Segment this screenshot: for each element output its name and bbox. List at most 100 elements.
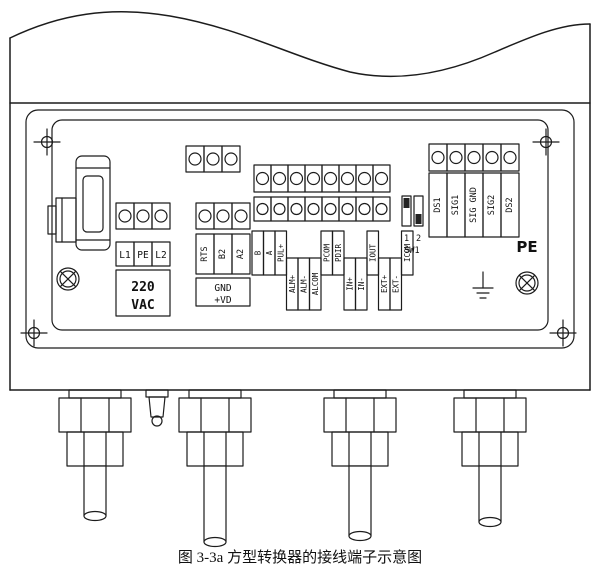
io-terminal-rows (253, 164, 391, 222)
cable-gland (453, 389, 527, 467)
terminal-label: PDIR (334, 243, 343, 262)
cable-gland (58, 389, 132, 467)
aux-terminal-block (185, 145, 241, 173)
mounting-crosshair-icon (33, 128, 61, 156)
terminal-screw (287, 164, 306, 193)
terminal-screw (195, 202, 215, 230)
terminal-screw (304, 196, 323, 222)
terminal-label: IN+ (345, 277, 354, 291)
mounting-crosshair-icon (532, 128, 560, 156)
dip-switch-knob (403, 198, 410, 208)
terminal-label: ALM+ (288, 274, 297, 293)
dip-switch: 1 2 SW1 (401, 195, 424, 256)
terminal-label: ICOM (403, 243, 412, 262)
terminal-label: PCOM (322, 243, 331, 262)
terminal-screw (213, 202, 233, 230)
terminal-plate (51, 119, 549, 331)
terminal-screw (253, 164, 272, 193)
terminal-screw (231, 202, 251, 230)
terminal-screw (133, 202, 153, 230)
terminal-label: DS1 (433, 197, 443, 212)
dip-switch-knob (415, 214, 422, 224)
terminal-screw (482, 143, 502, 172)
terminal-label: PE (137, 250, 149, 261)
cable-end (83, 510, 107, 522)
terminal-screw (500, 143, 520, 172)
earth-ground-icon (472, 271, 494, 299)
terminal-screw (372, 164, 391, 193)
terminal-screw (355, 196, 374, 222)
terminal-label: L2 (155, 250, 166, 261)
terminal-label: EXT+ (380, 274, 389, 293)
mounting-crosshair-icon (20, 319, 48, 347)
cable-glands (58, 389, 527, 548)
wavy-break-edge (9, 11, 591, 78)
terminal-screw (221, 145, 241, 173)
terminal-screw (446, 143, 466, 172)
dip-position-label: 2 (416, 234, 421, 244)
dip-position-label: 1 (404, 234, 409, 244)
comm-terminal-block: RTS B2 A2 GND +VD (195, 202, 251, 307)
terminal-label: RTS (200, 246, 210, 261)
terminal-screw (338, 196, 357, 222)
cable-gland (323, 389, 397, 467)
terminal-screw (270, 164, 289, 193)
terminal-label: ALCOM (311, 272, 320, 295)
pe-label: PE (516, 238, 537, 256)
terminal-screw (321, 164, 340, 193)
cable (478, 465, 502, 523)
terminal-label: EXT- (391, 275, 400, 293)
terminal-screw (321, 196, 340, 222)
terminal-label: IOUT (368, 243, 377, 262)
power-rating-label: VAC (131, 298, 154, 313)
io-terminal-labels: B A PUL+ ALM+ ALM- ALCOM PCOM PDIR IN+ I… (251, 230, 414, 311)
ground-area: PE (472, 238, 538, 299)
terminal-screw (355, 164, 374, 193)
figure-caption: 图 3-3a 方型转换器的接线端子示意图 (178, 548, 422, 566)
dip-switch-label: SW1 (404, 246, 419, 256)
front-panel (20, 109, 577, 349)
terminal-label: SIG GND (469, 187, 479, 223)
phillips-screw-icon (56, 267, 80, 291)
terminal-screw (338, 164, 357, 193)
vent-plug (145, 389, 169, 427)
panel-frame (25, 109, 575, 349)
terminal-screw (287, 196, 306, 222)
terminal-screw (304, 164, 323, 193)
terminal-label: SIG1 (451, 195, 461, 215)
note-label: +VD (214, 295, 231, 306)
terminal-screw (464, 143, 484, 172)
signal-terminal-block: DS1 SIG1 SIG GND SIG2 DS2 (428, 143, 520, 238)
terminal-label: SIG2 (487, 195, 497, 215)
fuse-holder (47, 155, 111, 251)
terminal-label: A (265, 250, 274, 255)
cable (83, 465, 107, 517)
terminal-screw (203, 145, 223, 173)
terminal-label: PUL+ (276, 243, 285, 262)
terminal-label: ALM- (299, 275, 308, 293)
cable-end (478, 516, 502, 528)
cable-end (348, 530, 372, 542)
terminal-label: B (253, 250, 262, 255)
enclosure-outline (9, 11, 591, 391)
cable-end (203, 536, 227, 548)
terminal-label: B2 (218, 249, 228, 259)
cable (348, 465, 372, 537)
power-rating-label: 220 (131, 280, 155, 295)
terminal-label: DS2 (505, 197, 515, 212)
terminal-label: L1 (119, 250, 131, 261)
cable-gland (178, 389, 252, 467)
terminal-screw (428, 143, 448, 172)
phillips-screw-icon (515, 271, 539, 295)
terminal-screw (115, 202, 135, 230)
cable (203, 465, 227, 543)
power-terminal-block: L1 PE L2 220 VAC (115, 202, 171, 317)
terminal-screw (372, 196, 391, 222)
terminal-screw (185, 145, 205, 173)
note-label: GND (214, 283, 231, 294)
terminal-screw (151, 202, 171, 230)
terminal-screw (270, 196, 289, 222)
terminal-label: IN- (357, 277, 366, 291)
terminal-screw (253, 196, 272, 222)
